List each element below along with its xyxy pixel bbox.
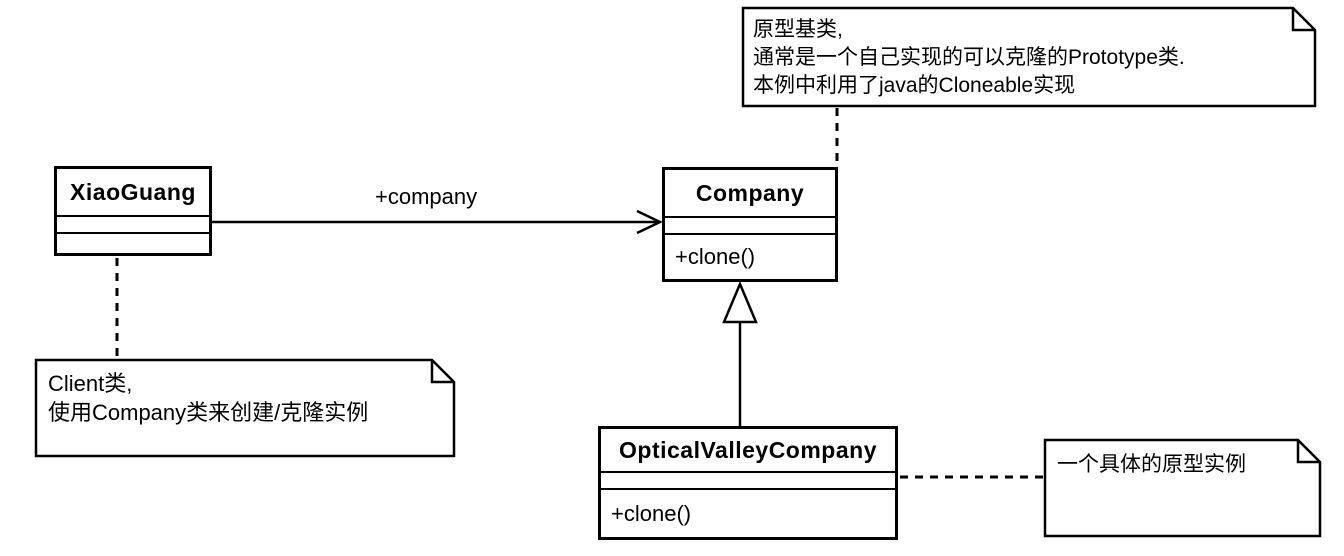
note-instance-fold-icon	[1296, 440, 1320, 464]
class-xiaoguang-operations	[57, 234, 209, 253]
note-instance-shape	[1043, 438, 1322, 538]
class-xiaoguang-name: XiaoGuang	[57, 169, 209, 217]
note-client-line-1: Client类,	[48, 371, 133, 396]
class-xiaoguang-attributes	[57, 217, 209, 234]
note-client-body	[34, 358, 456, 458]
note-instance-text: 一个具体的原型实例	[1057, 451, 1246, 479]
class-opticalvalleycompany-name: OpticalValleyCompany	[601, 429, 895, 473]
association-open-arrowhead-icon	[636, 209, 663, 235]
class-company-name: Company	[665, 170, 835, 218]
class-company-attributes	[665, 218, 835, 235]
note-prototype-line-3: 本例中利用了java的Cloneable实现	[753, 74, 1076, 97]
class-opticalvalleycompany-attributes	[601, 473, 895, 490]
association-role-label: +company	[375, 184, 478, 209]
note-client-text: Client类, 使用Company类来创建/克隆实例	[48, 369, 368, 427]
class-xiaoguang: XiaoGuang	[54, 166, 212, 256]
note-instance-body	[1043, 438, 1322, 538]
class-company: Company +clone()	[662, 167, 838, 282]
class-company-operations: +clone()	[675, 244, 756, 269]
note-prototype-line-1: 原型基类,	[753, 18, 843, 41]
class-opticalvalleycompany: OpticalValleyCompany +clone()	[598, 426, 898, 540]
note-prototype-text: 原型基类, 通常是一个自己实现的可以克隆的Prototype类. 本例中利用了j…	[753, 16, 1185, 100]
note-prototype-body	[741, 6, 1317, 108]
note-instance-line-1: 一个具体的原型实例	[1057, 453, 1246, 476]
note-client-line-2: 使用Company类来创建/克隆实例	[48, 400, 369, 425]
note-prototype-fold-icon	[1291, 8, 1315, 32]
class-opticalvalleycompany-operations: +clone()	[611, 500, 692, 526]
note-client-fold-icon	[430, 360, 454, 384]
note-client-shape	[34, 358, 456, 458]
note-prototype-shape	[741, 6, 1317, 108]
note-prototype-line-2: 通常是一个自己实现的可以克隆的Prototype类.	[753, 46, 1185, 69]
generalization-triangle-icon	[722, 280, 758, 324]
